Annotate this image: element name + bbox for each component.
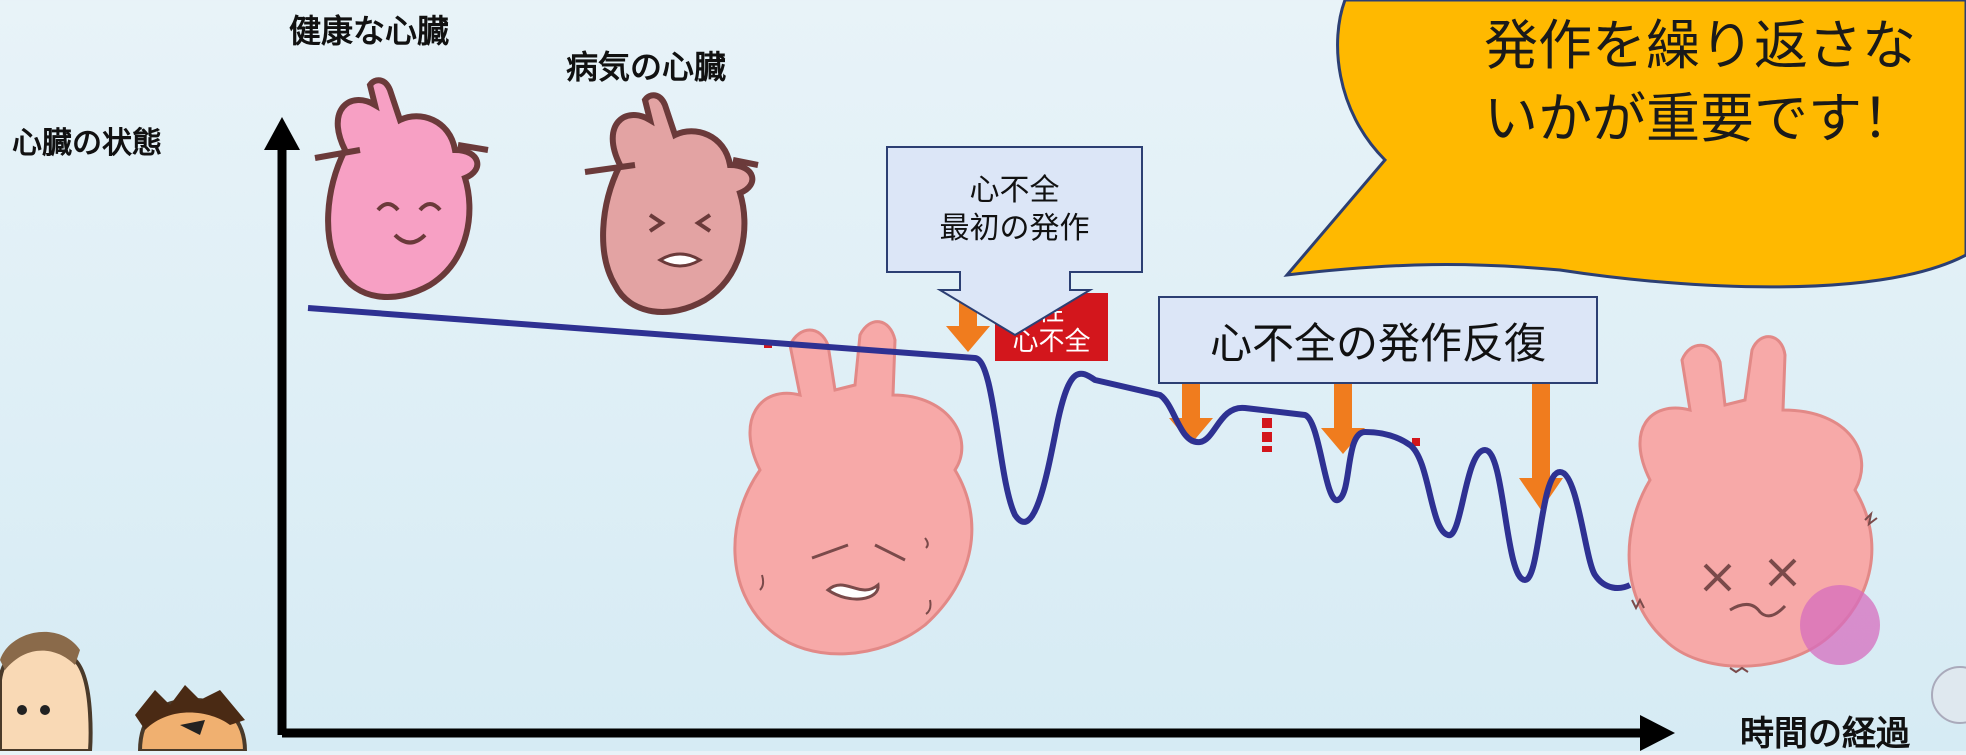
bubble-line1: 発作を繰り返さな (1484, 14, 1916, 77)
chart-axes (264, 117, 1675, 751)
heart-function-curve (307, 305, 1632, 591)
speech-bubble-text: 発作を繰り返さな いかが重要です！ (1440, 10, 1960, 156)
recurrence-box: 心不全の発作反復 (1158, 296, 1598, 384)
droplet-decoration (1931, 666, 1966, 724)
acute-tag-line2: 心不全 (1012, 327, 1091, 357)
first-attack-callout: 心不全 最初の発作 (887, 147, 1142, 272)
y-axis-label: 心臓の状態 (12, 126, 162, 161)
sick-heart-label: 病気の心臓 (566, 48, 727, 86)
sick-heart-icon (584, 92, 759, 315)
callout-shape (886, 146, 1143, 337)
bubble-line2: いかが重要です！ (1484, 86, 1916, 150)
x-axis-label: 時間の経過 (1740, 714, 1910, 754)
attack-arrows (946, 290, 1563, 510)
callout-line1: 心不全 (969, 173, 1060, 208)
healthy-heart-label: 健康な心臓 (289, 12, 450, 50)
recurrence-text: 心不全の発作反復 (1209, 318, 1546, 368)
patient-icon (135, 685, 248, 751)
callout-line2: 最初の発作 (939, 210, 1090, 246)
speech-bubble-shape (1283, 0, 1966, 289)
end-stage-heart-icon (1627, 335, 1880, 674)
healthy-heart-icon (314, 77, 489, 300)
failing-heart-icon (733, 320, 974, 656)
doctor-icon (0, 631, 93, 751)
